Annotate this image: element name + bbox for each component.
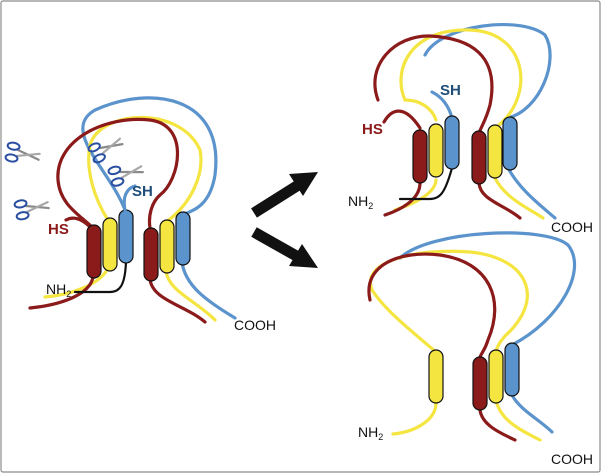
tr-red-helix-2 [471, 130, 487, 185]
br-cooh-label: COOH [551, 451, 593, 467]
left-intact-complex [3, 96, 237, 324]
left-blue-chain [81, 96, 237, 320]
tr-blue-helix-1 [444, 115, 460, 170]
left-red-chain [56, 117, 180, 230]
arrow-up-right [251, 172, 318, 218]
br-yellow-nterm [391, 401, 438, 436]
tr-yellow-helix-2 [487, 124, 503, 179]
tr-blue-helix-2 [502, 116, 518, 171]
tr-red-chain [373, 34, 494, 135]
tr-blue-chain [423, 23, 557, 220]
tr-hs-label: HS [362, 121, 383, 138]
left-black-linker [73, 260, 128, 294]
br-yellow-helix-free [428, 349, 444, 404]
tr-nh2-label: NH2 [348, 193, 373, 211]
left-yellow-helix-2 [159, 219, 175, 274]
left-blue-helix-2 [175, 211, 191, 266]
br-yellow-stem [370, 288, 438, 354]
tr-yellow-helix-1 [428, 123, 444, 178]
tr-blue-sh [430, 90, 454, 120]
left-blue-helix-1 [118, 209, 134, 264]
left-hs-label: HS [48, 221, 69, 238]
top-right-reduced-complex [373, 23, 557, 220]
tr-sh-label: SH [440, 82, 461, 99]
tr-yellow-chain [399, 28, 545, 220]
br-blue-helix [504, 342, 520, 397]
tr-red-cterm [477, 181, 522, 220]
tr-yellow-link [403, 98, 438, 122]
tr-black-linker [398, 166, 454, 201]
br-red-cterm [478, 408, 517, 442]
br-yellow-cterm [494, 398, 542, 442]
br-red-helix [472, 356, 488, 411]
left-yellow-nterm [43, 266, 110, 299]
tr-red-hs [382, 109, 422, 130]
left-sh-label: SH [132, 183, 153, 200]
left-nh2-label: NH2 [46, 281, 71, 299]
br-yellow-helix [488, 349, 504, 404]
br-red-chain [367, 252, 497, 359]
left-cooh-label: COOH [234, 317, 276, 333]
bottom-right-dissociated-complex [367, 231, 577, 442]
left-yellow-chain [87, 116, 217, 322]
left-yellow-helix-1 [102, 217, 118, 272]
tr-red-nterm [383, 181, 422, 217]
tr-red-helix-1 [412, 129, 428, 184]
tr-cooh-label: COOH [551, 219, 593, 235]
left-sh-tether [122, 184, 137, 212]
left-red-helix-2 [143, 227, 159, 282]
left-red-helix-1 [86, 224, 102, 279]
br-blue-chain [398, 231, 577, 434]
arrow-down-right [251, 227, 318, 268]
left-red-nterm [28, 275, 95, 310]
br-nh2-label: NH2 [358, 424, 383, 442]
left-red-cterm [148, 277, 207, 324]
